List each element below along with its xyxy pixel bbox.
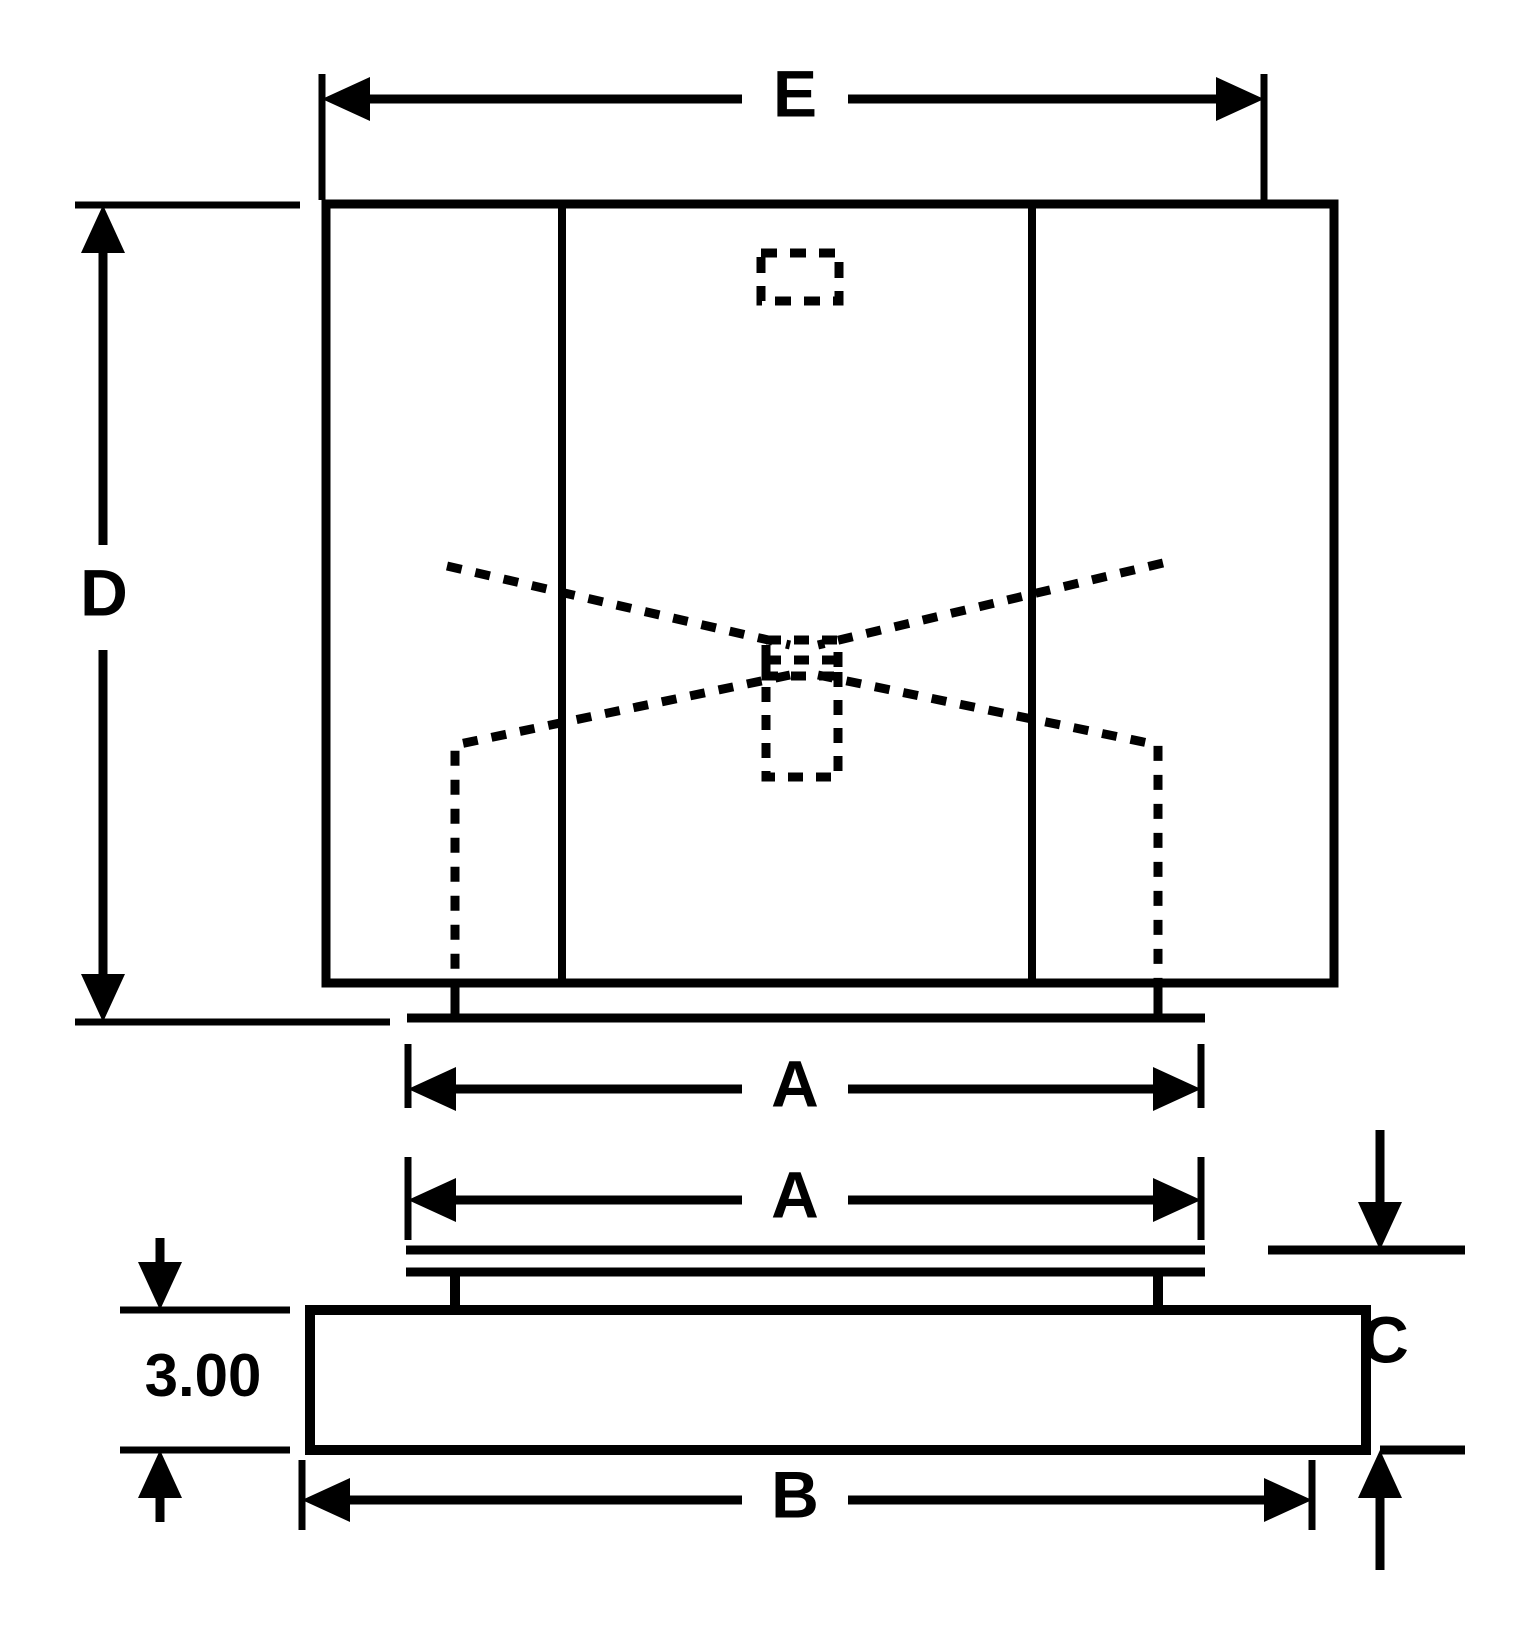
- hidden-detail-x-lines: [445, 558, 1165, 981]
- thickness-arrowhead-top: [138, 1262, 182, 1310]
- dimension-label-E: E: [773, 56, 817, 130]
- a-lower-arrowhead-right: [1153, 1178, 1201, 1222]
- hidden-detail-center-tall-rect: [761, 655, 843, 782]
- dimension-C: C: [1268, 1130, 1465, 1570]
- dimension-label-B: B: [771, 1457, 819, 1531]
- b-arrowhead-left: [302, 1478, 350, 1522]
- hidden-x-line-upper-left: [445, 561, 792, 650]
- thickness-arrowhead-bottom: [138, 1450, 182, 1498]
- hidden-detail-top-rect: [756, 248, 844, 306]
- hidden-x-line-lower-left: [450, 670, 791, 981]
- a-upper-arrowhead-left: [408, 1067, 456, 1111]
- front-view-feet: [407, 983, 1205, 1023]
- dimension-label-A-lower: A: [771, 1157, 819, 1231]
- d-arrowhead-lower: [81, 974, 125, 1022]
- a-lower-arrowhead-left: [408, 1178, 456, 1222]
- dimension-label-C: C: [1361, 1302, 1409, 1376]
- side-view-flange: [406, 1245, 1205, 1277]
- c-arrowhead-bottom: [1358, 1450, 1402, 1498]
- dimension-label-A-upper: A: [771, 1046, 819, 1120]
- front-view-body-outline: [321, 199, 1339, 988]
- hidden-x-line-upper-right: [816, 558, 1165, 650]
- dimension-A-lower: A: [404, 1157, 1205, 1240]
- e-arrowhead-left: [322, 77, 370, 121]
- dimension-thickness: 3.00: [120, 1238, 290, 1522]
- hidden-x-line-lower-right: [817, 670, 1163, 981]
- dimension-E: E: [318, 56, 1268, 200]
- e-arrowhead-right: [1216, 77, 1264, 121]
- d-arrowhead-upper: [81, 205, 125, 253]
- c-arrowhead-top: [1358, 1202, 1402, 1250]
- dimension-B: B: [298, 1457, 1316, 1531]
- dimension-A-upper: A: [404, 1044, 1205, 1120]
- side-view-base-plate: [305, 1305, 1371, 1455]
- b-arrowhead-right: [1264, 1478, 1312, 1522]
- dimension-label-thickness: 3.00: [145, 1342, 262, 1409]
- a-upper-arrowhead-right: [1153, 1067, 1201, 1111]
- dimension-label-D: D: [80, 555, 128, 629]
- dimension-D: D: [75, 201, 390, 1026]
